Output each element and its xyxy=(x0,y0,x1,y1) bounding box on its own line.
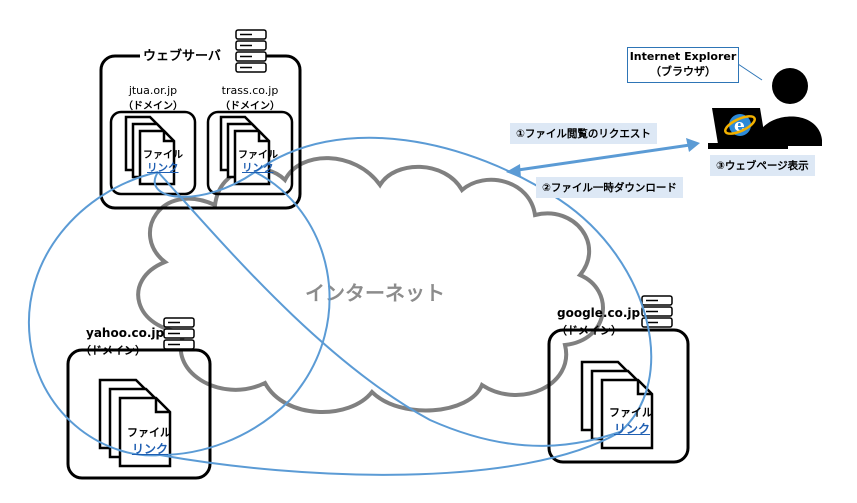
browser-name: Internet Explorer xyxy=(629,50,737,63)
jtua-domain-box xyxy=(109,110,197,196)
trass-file-label: ファイル xyxy=(238,150,278,161)
google-file-label: ファイル xyxy=(609,406,653,419)
google-link[interactable]: リンク xyxy=(614,422,651,436)
trass-domain-tag: （ドメイン） xyxy=(220,101,280,112)
browser-label-box: Internet Explorer （ブラウザ） xyxy=(627,47,739,83)
web-server-icon xyxy=(235,29,267,73)
request-callout: ①ファイル閲覧のリクエスト xyxy=(510,123,657,144)
google-domain-tag: （ドメイン） xyxy=(556,324,622,337)
trass-document-stack-icon xyxy=(219,115,271,186)
yahoo-domain-tag: （ドメイン） xyxy=(80,344,146,357)
google-host: google.co.jp xyxy=(557,306,641,320)
jtua-link[interactable]: リンク xyxy=(147,162,179,174)
web-server-title: ウェブサーバ xyxy=(143,49,221,64)
browser-type: （ブラウザ） xyxy=(650,65,716,78)
yahoo-domain-box xyxy=(66,348,212,480)
jtua-host: jtua.or.jp xyxy=(128,84,178,97)
yahoo-server-icon xyxy=(163,317,195,350)
user-at-pc-icon xyxy=(708,68,822,149)
internet-label: インターネット xyxy=(305,281,445,305)
yahoo-document-stack-icon xyxy=(98,378,172,468)
yahoo-link[interactable]: リンク xyxy=(132,442,169,456)
yahoo-file-label: ファイル xyxy=(127,426,171,439)
trass-domain-box xyxy=(206,110,294,196)
svg-text:e: e xyxy=(734,116,745,136)
browser-callout-line xyxy=(737,63,763,81)
display-callout: ③ウェブページ表示 xyxy=(710,155,815,176)
yahoo-host: yahoo.co.jp xyxy=(86,326,165,340)
link-connections xyxy=(27,136,653,476)
jtua-file-label: ファイル xyxy=(143,150,183,161)
request-arrow xyxy=(506,138,700,178)
download-callout: ②ファイル一時ダウンロード xyxy=(536,177,683,198)
jtua-domain-tag: （ドメイン） xyxy=(123,101,183,112)
jtua-document-stack-icon xyxy=(124,115,176,186)
trass-link[interactable]: リンク xyxy=(242,162,274,174)
trass-host: trass.co.jp xyxy=(221,84,279,97)
google-domain-box xyxy=(547,328,690,464)
google-server-icon xyxy=(641,295,673,328)
ie-logo-icon: e xyxy=(724,114,756,136)
